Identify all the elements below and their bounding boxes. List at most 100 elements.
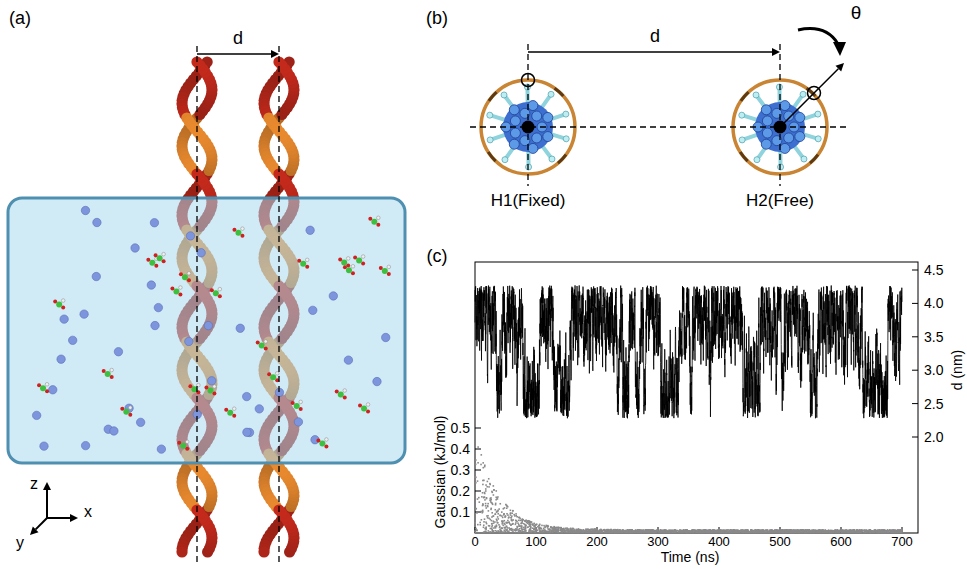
dashed-guide (278, 46, 279, 566)
helix-label: H1(Fixed) (473, 192, 583, 211)
molecule (102, 368, 114, 379)
ion (154, 303, 162, 311)
dashed-guide (196, 46, 197, 566)
ion (294, 418, 302, 426)
molecule (224, 407, 236, 418)
ticks (475, 270, 918, 533)
ion (151, 321, 159, 329)
panel-label: (b) (426, 9, 448, 28)
ion (186, 232, 194, 240)
ion (68, 336, 76, 344)
molecule (297, 258, 309, 269)
molecule (232, 227, 244, 238)
tick-label: 500 (769, 535, 791, 549)
tick-label: 600 (830, 535, 852, 549)
atom (274, 126, 285, 137)
molecule (256, 340, 268, 351)
ion (197, 249, 205, 257)
axis-title: Time (ns) (661, 550, 720, 565)
ion (185, 337, 193, 345)
ion (147, 281, 155, 289)
tick-label: 700 (891, 535, 913, 549)
helix-label: H2(Free) (725, 192, 835, 211)
atom (258, 546, 269, 557)
tick-label: 300 (647, 535, 669, 549)
helix-section: H2(Free) (725, 72, 835, 211)
marker-ring (522, 74, 535, 87)
tick-label: 2.0 (924, 430, 943, 445)
molecule (316, 438, 328, 449)
tick-label: 0.4 (451, 442, 470, 457)
ion (92, 272, 100, 280)
ion (243, 428, 251, 436)
molecule (120, 406, 132, 417)
ion (60, 315, 68, 323)
molecule (379, 265, 391, 276)
ion (329, 292, 337, 300)
molecule (343, 264, 355, 275)
molecule (358, 403, 370, 414)
water-box (8, 198, 405, 463)
dimension-label: d (650, 27, 660, 46)
ion (150, 219, 158, 227)
ion (204, 321, 212, 329)
tick-label: 3.0 (924, 363, 943, 378)
molecule (291, 400, 303, 411)
molecule (204, 385, 216, 396)
panel-label: (a) (9, 9, 31, 28)
ion (110, 427, 118, 435)
ion (157, 445, 165, 453)
molecule (170, 286, 182, 297)
atom (192, 126, 203, 137)
dashed-guide (470, 126, 850, 127)
tick-label: 200 (586, 535, 608, 549)
ion (373, 377, 381, 385)
distance-trace (475, 285, 902, 418)
dimension-arrow (197, 50, 279, 58)
ion (93, 218, 101, 226)
ion (306, 226, 314, 234)
molecule (146, 257, 158, 268)
ion (382, 333, 390, 341)
molecule (353, 255, 365, 266)
ion (81, 441, 89, 449)
molecule (179, 272, 191, 283)
axis-arrow (47, 514, 78, 522)
ion (255, 405, 263, 413)
molecule (154, 252, 166, 263)
ion (208, 377, 216, 385)
molecule (53, 299, 65, 310)
tick-label: 0 (471, 535, 478, 549)
tick-label: 0.5 (451, 421, 470, 436)
atom (176, 546, 187, 557)
tick-label: 2.5 (924, 396, 943, 411)
tick-label: 0.2 (451, 484, 470, 499)
ion (57, 355, 65, 363)
radius-arrow (780, 63, 844, 127)
axis-arrow (30, 518, 47, 535)
axis-label: z (30, 476, 38, 493)
dashed-guide (779, 44, 780, 186)
ion (131, 244, 139, 252)
ion (32, 411, 40, 419)
angle-label: θ (851, 3, 862, 23)
molecule (335, 389, 347, 400)
plot-frame (475, 262, 918, 533)
ion (309, 306, 317, 314)
ion (136, 418, 144, 426)
tick-label: 0.1 (451, 505, 470, 520)
helix-section: H1(Fixed) (473, 72, 583, 211)
tick-label: 0.3 (451, 463, 470, 478)
molecule (267, 372, 279, 383)
dimension-label: d (233, 29, 243, 48)
tick-label: 100 (525, 535, 547, 549)
axis-arrow (43, 482, 51, 518)
gaussian-points (474, 446, 903, 533)
ion (236, 324, 244, 332)
molecules (37, 216, 391, 451)
axis-label: x (84, 504, 92, 521)
ion (81, 206, 89, 214)
molecule (368, 216, 380, 227)
